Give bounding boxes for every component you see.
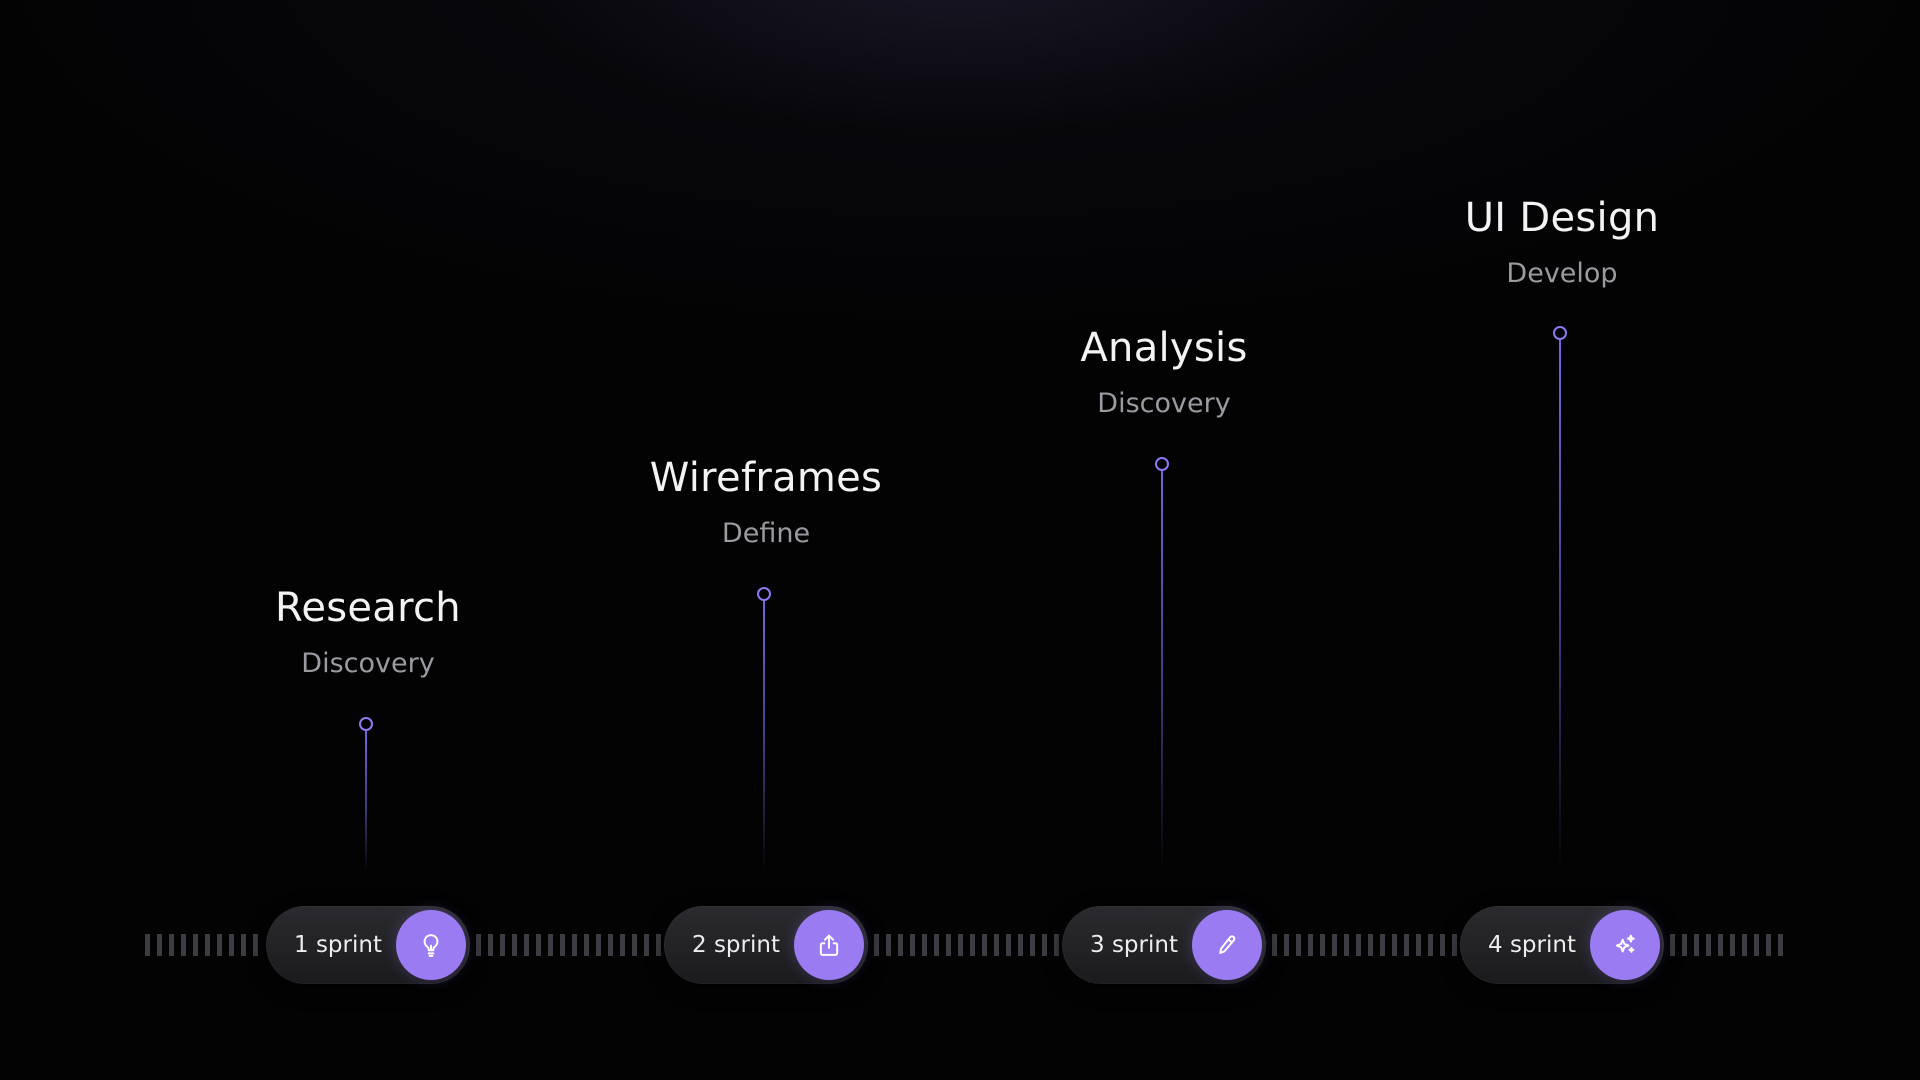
sprint-pill-1[interactable]: 1 sprint [266, 906, 470, 984]
stage-marker [359, 717, 373, 731]
sprint-label: 2 sprint [692, 932, 780, 958]
stage-subtitle: Discovery [1097, 388, 1231, 419]
upload-icon[interactable] [794, 910, 864, 980]
timeline-track-segment [1670, 934, 1788, 956]
sprint-label: 1 sprint [294, 932, 382, 958]
stage-title: Wireframes [649, 455, 883, 501]
timeline-track-segment [145, 934, 263, 956]
timeline-track-segment [874, 934, 1060, 956]
sprint-label: 4 sprint [1488, 932, 1576, 958]
stage-title: UI Design [1464, 195, 1660, 241]
stage-connector-line [1161, 471, 1163, 871]
stage-connector-line [365, 731, 367, 871]
lightbulb-icon[interactable] [396, 910, 466, 980]
sprint-pill-4[interactable]: 4 sprint [1460, 906, 1664, 984]
sprint-pill-2[interactable]: 2 sprint [664, 906, 868, 984]
stage-subtitle: Develop [1506, 258, 1618, 289]
stage-marker [1553, 326, 1567, 340]
stage-connector-line [1559, 340, 1561, 871]
timeline-track-segment [476, 934, 662, 956]
sprint-label: 3 sprint [1090, 932, 1178, 958]
sparkles-icon[interactable] [1590, 910, 1660, 980]
stage-title: Research [275, 585, 461, 631]
stage-marker [757, 587, 771, 601]
stage-marker [1155, 457, 1169, 471]
pencil-icon[interactable] [1192, 910, 1262, 980]
stage-subtitle: Discovery [301, 648, 435, 679]
timeline-track-segment [1272, 934, 1458, 956]
stage-subtitle: Define [721, 518, 811, 549]
sprint-pill-3[interactable]: 3 sprint [1062, 906, 1266, 984]
stage-connector-line [763, 601, 765, 871]
stage-title: Analysis [1080, 325, 1248, 371]
